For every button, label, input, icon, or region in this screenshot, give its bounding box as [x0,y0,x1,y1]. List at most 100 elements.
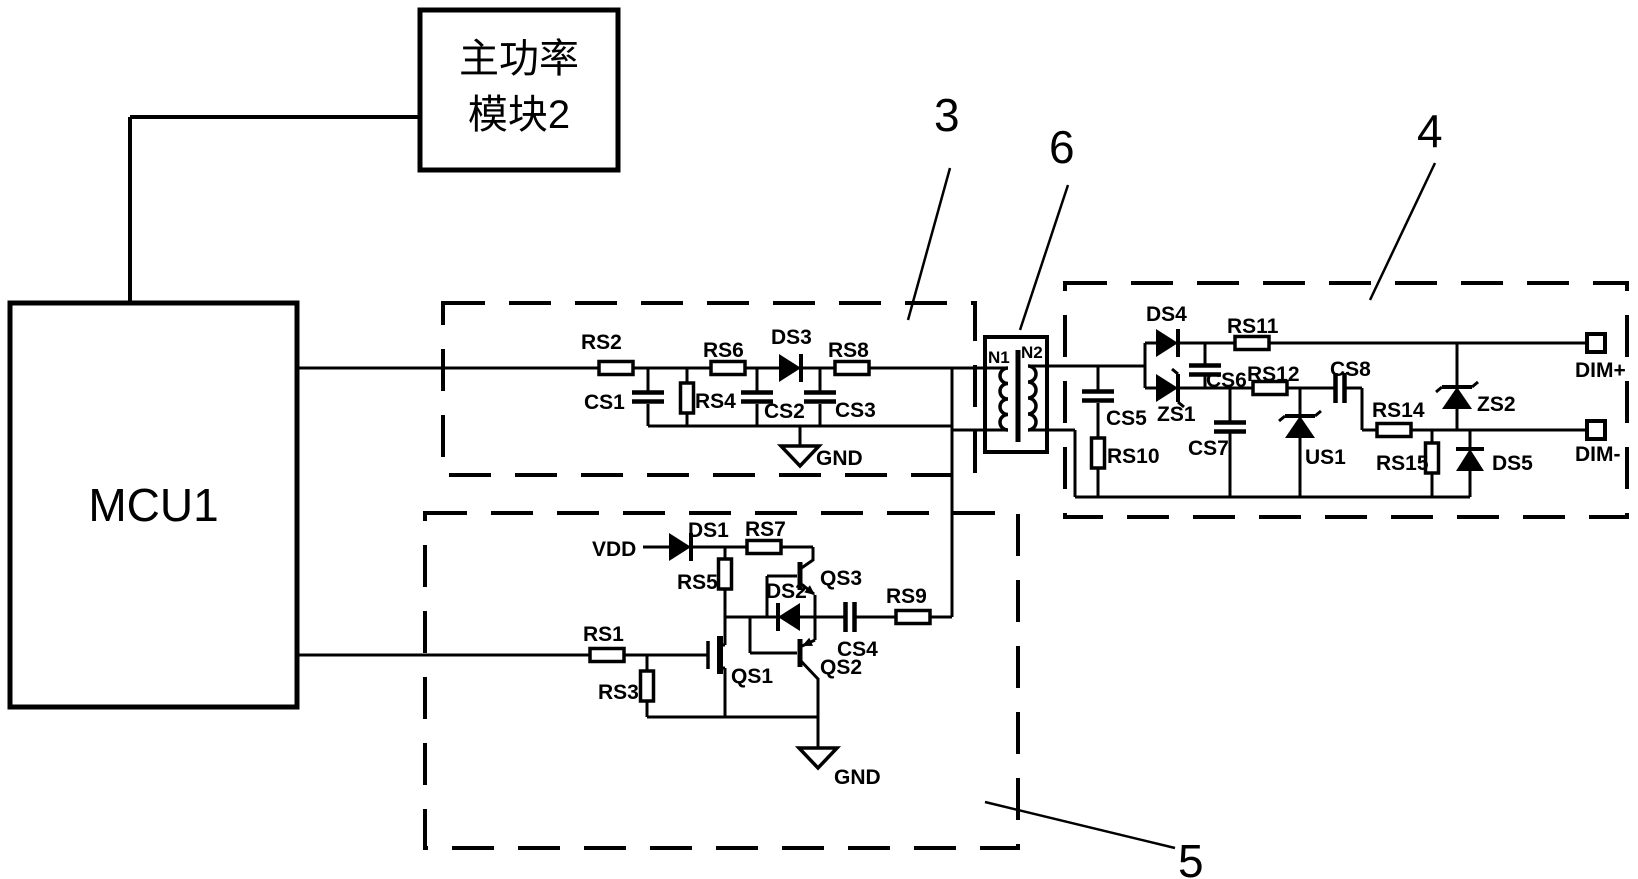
label-zs2: ZS2 [1477,393,1516,416]
callout-number: 3 [934,89,960,141]
resistor-icon [597,359,635,377]
component-cs5: CS5 [1082,389,1147,430]
component-rs12: RS12 [1247,363,1300,397]
transformer-box [983,335,1049,454]
label-cs7: CS7 [1188,437,1229,460]
callout-3: 3 [906,89,960,321]
label-rs12: RS12 [1247,363,1300,386]
label-cs6: CS6 [1206,369,1247,392]
component-zs1: ZS1 [1156,367,1196,426]
component-gnd5: GND [794,746,881,789]
component-rs8: RS8 [828,339,871,377]
label-gnd5: GND [834,766,881,789]
component-cs4: CS4 [837,602,878,661]
label-ds2: DS2 [766,580,807,603]
callout-line [984,800,1176,850]
resistor-icon [833,359,871,377]
region-box-3 [441,301,977,477]
label-cs4: CS4 [837,638,878,661]
component-cs7: CS7 [1188,420,1246,460]
callout-number: 5 [1178,835,1204,879]
callout-number: 4 [1417,105,1443,157]
label-rs8: RS8 [828,339,869,362]
collector-lead [799,558,814,571]
component-rs3: RS3 [598,669,656,704]
component-zs2: ZS2 [1435,380,1516,416]
callout-5: 5 [984,800,1204,879]
resistor-icon [1251,379,1289,397]
label-rs3: RS3 [598,681,639,704]
label-ds3: DS3 [771,326,812,349]
component-rs2: RS2 [581,331,635,377]
zener-diode-icon [1156,374,1178,402]
label-us1: US1 [1305,446,1346,469]
label-qs1: QS1 [731,665,773,688]
label-rs7: RS7 [745,518,786,541]
label-cs1: CS1 [584,391,625,414]
component-qs2: QS2 [797,637,862,681]
component-rs4: RS4 [678,381,736,415]
mcu-box [7,300,300,710]
callout-line [1368,162,1437,301]
component-ds5: DS5 [1456,447,1533,475]
label-rs2: RS2 [581,331,622,354]
resistor-icon [1375,421,1413,439]
component-dimn: DIM- [1575,419,1621,466]
label-rs14: RS14 [1372,399,1425,422]
label-n2: N2 [1021,343,1043,362]
diode-icon [1156,329,1178,357]
component-gnd3: GND [776,444,863,470]
power-module-label: 主功率 [459,37,579,81]
component-rs7: RS7 [745,518,786,556]
label-dimp: DIM+ [1575,359,1626,382]
component-cs1: CS1 [584,390,664,414]
terminal-pad-icon [1585,332,1607,354]
label-cs8: CS8 [1330,358,1371,381]
resistor-icon [678,381,696,415]
component-us1: US1 [1278,409,1346,469]
resistor-icon [745,538,783,556]
label-qs2: QS2 [820,656,862,679]
label-rs4: RS4 [695,390,736,413]
component-ds1: DS1 [669,519,729,561]
label-rs11: RS11 [1227,315,1279,338]
region-box-4 [1063,281,1629,519]
label-cs2: CS2 [764,400,805,423]
component-rs9: RS9 [886,585,932,626]
region-box-5 [423,511,1020,850]
zener-wing [1471,380,1479,389]
mcu-label: MCU1 [88,479,218,531]
zener-wing [1278,414,1286,423]
zener-wing [1171,367,1179,376]
component-rs6: RS6 [703,339,747,377]
component-qs3: QS3 [797,558,862,596]
component-rs1: RS1 [583,623,626,664]
ground-icon [794,746,842,771]
diode-icon [779,354,801,382]
zener-diode-icon [1442,387,1472,409]
arrow-icon [802,637,813,646]
label-ds5: DS5 [1492,452,1533,475]
label-rs15: RS15 [1376,452,1429,475]
component-rs11: RS11 [1227,315,1279,352]
callout-line [1018,184,1070,331]
resistor-icon [894,608,932,626]
component-rs15: RS15 [1376,441,1441,475]
power-module-label: 模块2 [468,93,570,137]
component-ds2: DS2 [766,580,807,631]
label-rs10: RS10 [1107,445,1160,468]
label-rs5: RS5 [677,571,718,594]
resistor-icon [588,646,626,664]
callout-line [906,167,952,321]
diode-icon [669,533,691,561]
label-qs3: QS3 [820,567,862,590]
label-ds1: DS1 [688,519,729,542]
mcu-block: MCU1 [7,300,300,710]
component-rs5: RS5 [677,557,734,594]
secondary-winding [1027,364,1038,432]
label-rs9: RS9 [886,585,927,608]
component-dimp: DIM+ [1575,332,1626,382]
component-cs6: CS6 [1189,363,1247,392]
